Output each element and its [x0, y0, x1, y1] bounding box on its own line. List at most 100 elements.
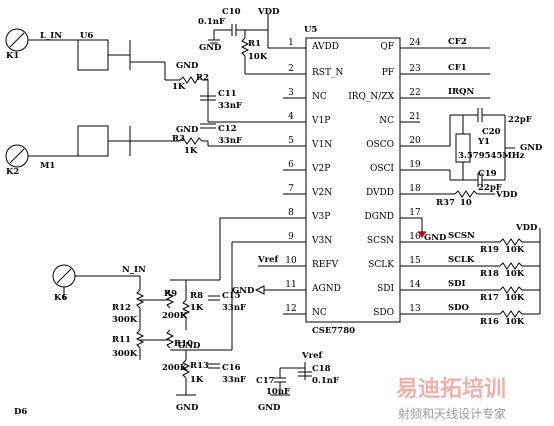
r1-label: R1: [248, 39, 261, 49]
r3-label: R3: [172, 134, 185, 144]
pin-number-right: 15: [409, 256, 421, 266]
gnd-label-c10: GND: [199, 43, 222, 53]
r18-value: 10K: [505, 269, 525, 279]
pin-number-left: 11: [285, 280, 296, 290]
chip-part-number: CSE7780: [312, 326, 355, 336]
pin-name-right: QF: [380, 42, 394, 52]
r16-label: R16: [480, 317, 499, 327]
r13-value: 1K: [190, 375, 204, 385]
pin-number-left: 9: [288, 232, 294, 242]
pin-name-right: SCLK: [368, 260, 394, 270]
c19-label: C19: [478, 169, 497, 179]
pin-number-right: 22: [409, 88, 420, 98]
pin-name-right: OSCI: [370, 164, 394, 174]
r37-value: 10: [460, 198, 472, 208]
c11-value: 33nF: [218, 101, 242, 111]
r18-label: R18: [480, 269, 499, 279]
vdd-label-spi: VDD: [515, 223, 538, 233]
c20-label: C20: [482, 127, 501, 137]
k6-label: K6: [54, 293, 67, 303]
c20-value: 22pF: [508, 115, 532, 125]
pin-name-left: V2P: [311, 164, 330, 174]
dgnd-arrow-icon: [418, 232, 426, 238]
gnd-label-r9: GND: [178, 341, 201, 351]
gnd-label-r2: GND: [176, 61, 199, 71]
net-label: SDI: [448, 279, 466, 289]
chip-body: [305, 37, 401, 323]
r9-label: R9: [164, 289, 177, 299]
pin-name-right: DGND: [365, 212, 395, 222]
gnd-label-dgnd: GND: [424, 233, 447, 243]
pin-number-left: 10: [285, 256, 297, 266]
net-label: CF2: [448, 37, 467, 47]
y1-label: Y1: [477, 137, 490, 147]
pin-number-right: 21: [409, 112, 420, 122]
watermark-subtitle: 射频和天线设计专家: [398, 406, 506, 421]
pin-name-right: OSCO: [366, 140, 394, 150]
c10-value: 0.1nF: [198, 17, 225, 27]
pin-number-left: 3: [288, 88, 294, 98]
c11-label: C11: [218, 89, 237, 99]
pin-number-right: 19: [409, 160, 421, 170]
r13-label: R13: [190, 361, 209, 371]
d6-label: D6: [14, 407, 27, 417]
watermark-title: 易迪拓培训: [396, 376, 506, 402]
y1-value: 3.579545MHz: [458, 151, 525, 161]
gnd-label-c12: GND: [176, 125, 199, 135]
pin-name-right: SCSN: [367, 236, 394, 246]
pin-name-left: V3P: [311, 212, 330, 222]
u5-designator: U5: [304, 25, 317, 35]
pin-number-left: 6: [288, 160, 294, 170]
r10-value: 200K: [162, 363, 188, 373]
c19-value: 22pF: [478, 183, 502, 193]
pin-number-right: 23: [409, 64, 421, 74]
c18-label: C18: [312, 364, 331, 374]
pin-name-left: NC: [312, 92, 327, 102]
pin-name-right: IRQ_N/ZX: [348, 92, 394, 102]
pin-number-right: 24: [409, 38, 421, 48]
pin-name-left: V3N: [311, 236, 332, 246]
c16-label: C16: [222, 363, 241, 373]
net-label: IRQN: [448, 87, 474, 97]
vref-label-bottom: Vref: [301, 351, 323, 361]
pin-number-left: 2: [288, 64, 294, 74]
gnd-label-crystal: GND: [520, 143, 543, 153]
r37-label: R37: [436, 198, 455, 208]
gnd-label-bottom-center: GND: [258, 403, 281, 413]
r2-label: R2: [196, 73, 209, 83]
pin-name-left: RST_N: [312, 68, 343, 78]
r17-label: R17: [480, 293, 499, 303]
pin-name-right: NC: [379, 116, 394, 126]
pin-name-right: SDI: [377, 284, 394, 294]
r10-label: R10: [174, 339, 193, 349]
pin-number-left: 12: [285, 304, 296, 314]
pin-name-right: SDO: [373, 308, 394, 318]
c16-value: 33nF: [222, 375, 246, 385]
pin-name-right: DVDD: [366, 188, 394, 198]
r12-label: R12: [112, 303, 131, 313]
k1-label: K1: [6, 51, 19, 61]
n-in-label: N_IN: [122, 265, 146, 275]
pin-name-left: V1P: [311, 116, 330, 126]
pin-name-left: REFV: [312, 260, 339, 270]
pin-number-left: 4: [288, 112, 294, 122]
r3-value: 1K: [184, 146, 198, 156]
r8-value: 1K: [190, 303, 204, 313]
pin-name-left: AGND: [311, 284, 341, 294]
c15-label: C15: [222, 291, 241, 301]
c17-label: C17: [256, 376, 275, 386]
r2-value: 1K: [172, 82, 186, 92]
c18-value: 0.1nF: [312, 376, 339, 386]
gnd-label-agnd: GND: [232, 286, 255, 296]
pin-number-right: 14: [409, 280, 421, 290]
gnd-label-bottom-left: GND: [176, 403, 199, 413]
pin-number-left: 8: [288, 208, 294, 218]
pin-number-left: 1: [288, 38, 294, 48]
k2-label: K2: [6, 167, 19, 177]
c12-label: C12: [218, 124, 237, 134]
r11-value: 300K: [112, 349, 138, 359]
u6-label: U6: [80, 31, 93, 41]
r12-value: 300K: [112, 315, 138, 325]
vdd-label-r37: VDD: [495, 190, 518, 200]
